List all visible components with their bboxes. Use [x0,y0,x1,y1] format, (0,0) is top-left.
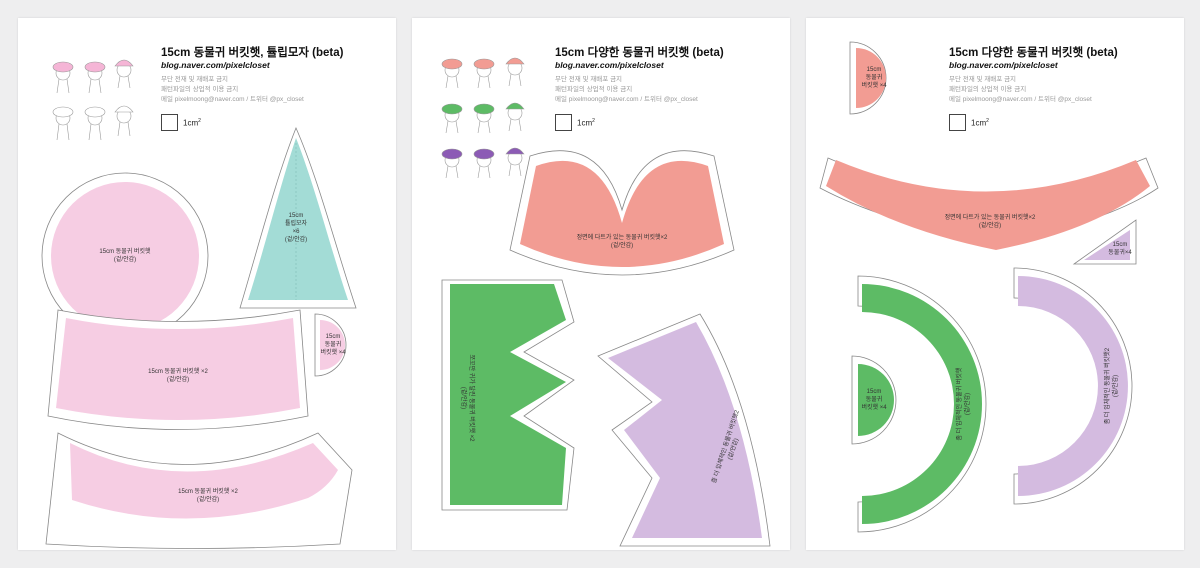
green-arc-label: 좀 더 입체적인 동물귀 버킷햇(겉/안감) [957,367,971,441]
circle-piece [51,182,199,330]
hat-thumbnails [52,59,134,141]
sheet-title: 15cm 동물귀 버킷햇, 튤립모자 (beta) [161,47,344,59]
lav-arc [1018,276,1128,496]
sheet-title: 15cm 다양한 동물귀 버킷햇 (beta) [949,47,1118,59]
green-arc [862,284,982,524]
notice-line: 무단 전재 및 재배포 금지 [949,76,1017,83]
notice-line: 메일 pixelmoong@naver.com / 트위터 @px_closet [555,96,698,103]
band-piece-label: 15cm 동물귀 버킷햇 ×2(겉/안감) [148,369,208,383]
notice-line: 메일 pixelmoong@naver.com / 트위터 @px_closet [161,96,304,103]
dart-piece [520,160,724,267]
sheet-1-pattern-art [41,59,357,549]
salmon-ear [856,48,886,108]
pattern-sheet-3: 15cm 다양한 동물귀 버킷햇 (beta) blog.naver.com/p… [806,18,1184,550]
lavender-crown [608,322,762,538]
blog-url: blog.naver.com/pixelcloset [555,60,664,70]
scale-square [555,114,572,131]
notice-line: 패턴파일의 상업적 이용 금지 [555,86,633,93]
lav-arc-label: 좀 더 입체적인 동물귀 버킷햇2(겉/안감) [1105,347,1119,425]
sheet-3-pattern-art [819,41,1159,533]
notice-line: 패턴파일의 상업적 이용 금지 [949,86,1027,93]
hat-thumbnails [441,57,525,179]
pattern-sheet-2: 15cm 다양한 동물귀 버킷햇 (beta) blog.naver.com/p… [412,18,790,550]
sheet-2-pattern-art [441,57,771,547]
green-crown [450,284,566,505]
notice-line: 패턴파일의 상업적 이용 금지 [161,86,239,93]
scale-square [949,114,966,131]
notice-line: 메일 pixelmoong@naver.com / 트위터 @px_closet [949,96,1092,103]
ear-piece [320,320,345,370]
notice-line: 무단 전재 및 재배포 금지 [161,76,229,83]
green-small [858,364,894,436]
brim-piece-label: 15cm 동물귀 버킷햇 ×2(겉/안감) [178,489,238,503]
band-piece [56,318,300,420]
circle-piece-label: 15cm 동물귀 버킷햇(겉/안감) [99,249,151,263]
notice-line: 무단 전재 및 재배포 금지 [555,76,623,83]
blog-url: blog.naver.com/pixelcloset [949,60,1058,70]
pattern-sheet-1: 15cm 동물귀 버킷햇, 튤립모자 (beta) blog.naver.com… [18,18,396,550]
brim-piece [70,443,338,519]
salmon-brim [826,160,1150,250]
lav-small [1084,230,1130,260]
green-crown-label: 쪼꼬만 귀가 달린 동물귀 버킷햇 ×2(겉/안감) [460,354,474,442]
dart-piece-label: 정면에 다트가 있는 동물귀 버킷햇×2(겉/안감) [576,235,668,249]
scale-label: 1cm2 [971,118,989,128]
sheet-title: 15cm 다양한 동물귀 버킷햇 (beta) [555,47,724,59]
salmon-brim-label: 정면에 다트가 있는 동물귀 버킷햇×2(겉/안감) [944,215,1036,229]
tulip-piece [248,138,348,300]
scale-label: 1cm2 [183,118,201,128]
blog-url: blog.naver.com/pixelcloset [161,60,270,70]
scale-label: 1cm2 [577,118,595,128]
scale-square [161,114,178,131]
